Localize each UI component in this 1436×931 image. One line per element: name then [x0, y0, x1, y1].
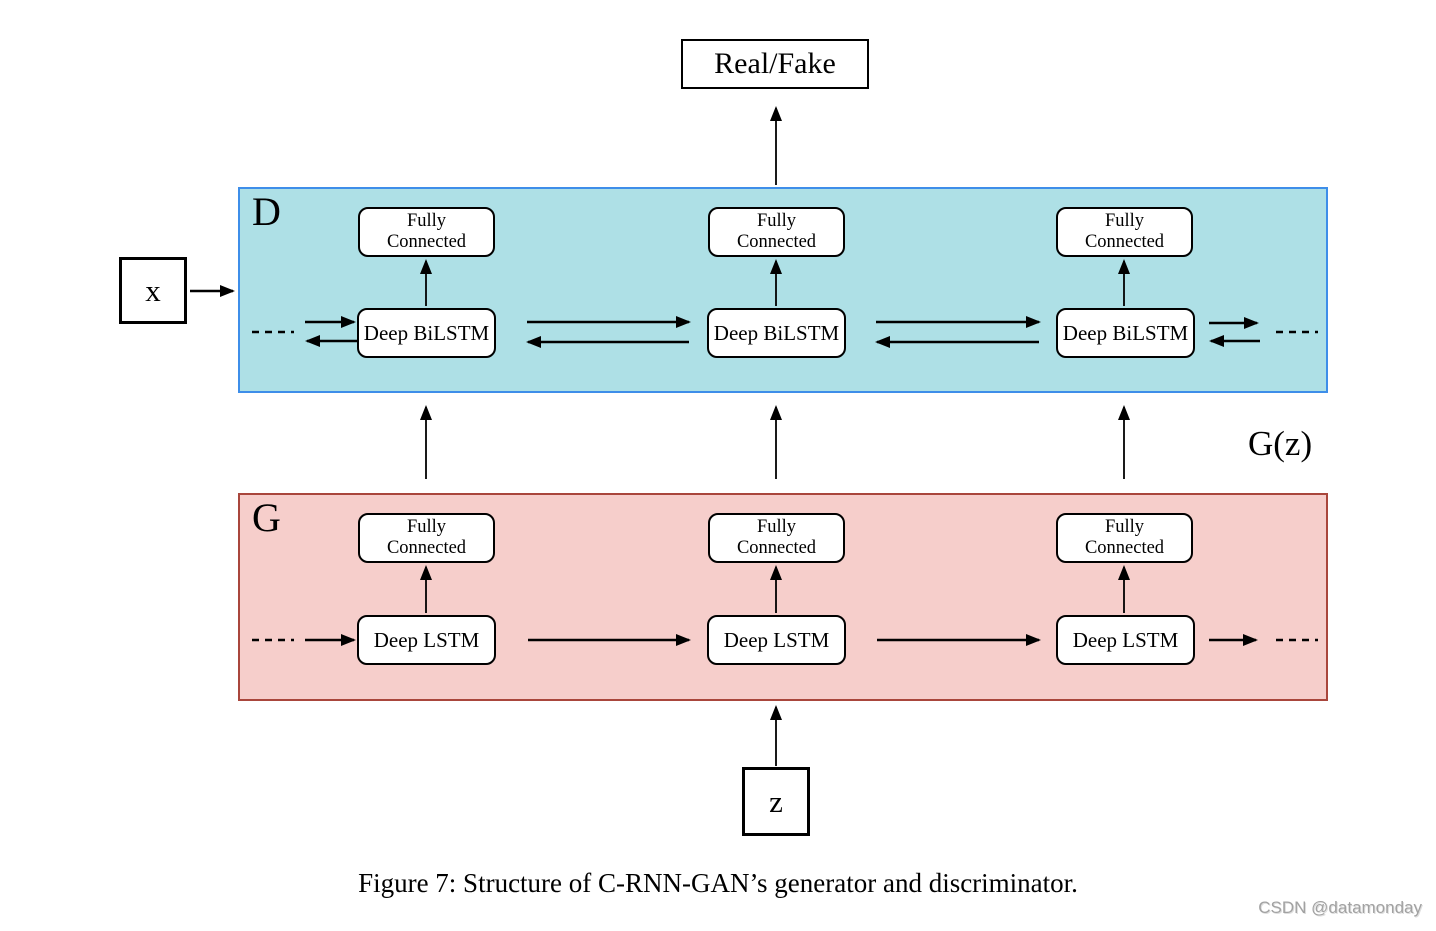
real-fake-box: Real/Fake: [681, 39, 869, 89]
cell-label: Deep LSTM: [373, 628, 480, 652]
g-fully-connected-3: Fully Connected: [1056, 513, 1193, 563]
fc-line2: Connected: [736, 538, 817, 558]
latent-z-label: z: [769, 783, 783, 819]
fc-line1: Fully: [756, 517, 797, 537]
fc-line2: Connected: [386, 232, 467, 252]
watermark-text: CSDN @datamonday: [1258, 898, 1422, 917]
real-fake-label: Real/Fake: [714, 47, 836, 80]
fc-line1: Fully: [756, 211, 797, 231]
d-fully-connected-3: Fully Connected: [1056, 207, 1193, 257]
fc-line2: Connected: [1084, 232, 1165, 252]
g-fully-connected-1: Fully Connected: [358, 513, 495, 563]
fc-line2: Connected: [1084, 538, 1165, 558]
fc-line2: Connected: [736, 232, 817, 252]
fc-line1: Fully: [406, 517, 447, 537]
cell-label: Deep BiLSTM: [1062, 321, 1189, 345]
cell-label: Deep LSTM: [723, 628, 830, 652]
figure-caption: Figure 7: Structure of C-RNN-GAN’s gener…: [358, 868, 1078, 898]
latent-z-box: z: [742, 767, 810, 836]
cell-label: Deep LSTM: [1072, 628, 1179, 652]
d-deep-bilstm-2: Deep BiLSTM: [707, 308, 846, 358]
generator-label: G: [252, 495, 281, 540]
fc-line2: Connected: [386, 538, 467, 558]
input-x-label: x: [145, 272, 161, 308]
d-fully-connected-1: Fully Connected: [358, 207, 495, 257]
cell-label: Deep BiLSTM: [363, 321, 490, 345]
fc-line1: Fully: [406, 211, 447, 231]
fc-line1: Fully: [1104, 211, 1145, 231]
d-deep-bilstm-3: Deep BiLSTM: [1056, 308, 1195, 358]
discriminator-label: D: [252, 189, 281, 234]
d-deep-bilstm-1: Deep BiLSTM: [357, 308, 496, 358]
g-deep-lstm-2: Deep LSTM: [707, 615, 846, 665]
fc-line1: Fully: [1104, 517, 1145, 537]
gz-annotation: G(z): [1248, 424, 1313, 463]
cell-label: Deep BiLSTM: [713, 321, 840, 345]
g-fully-connected-2: Fully Connected: [708, 513, 845, 563]
d-fully-connected-2: Fully Connected: [708, 207, 845, 257]
g-deep-lstm-1: Deep LSTM: [357, 615, 496, 665]
input-x-box: x: [119, 257, 187, 324]
g-deep-lstm-3: Deep LSTM: [1056, 615, 1195, 665]
